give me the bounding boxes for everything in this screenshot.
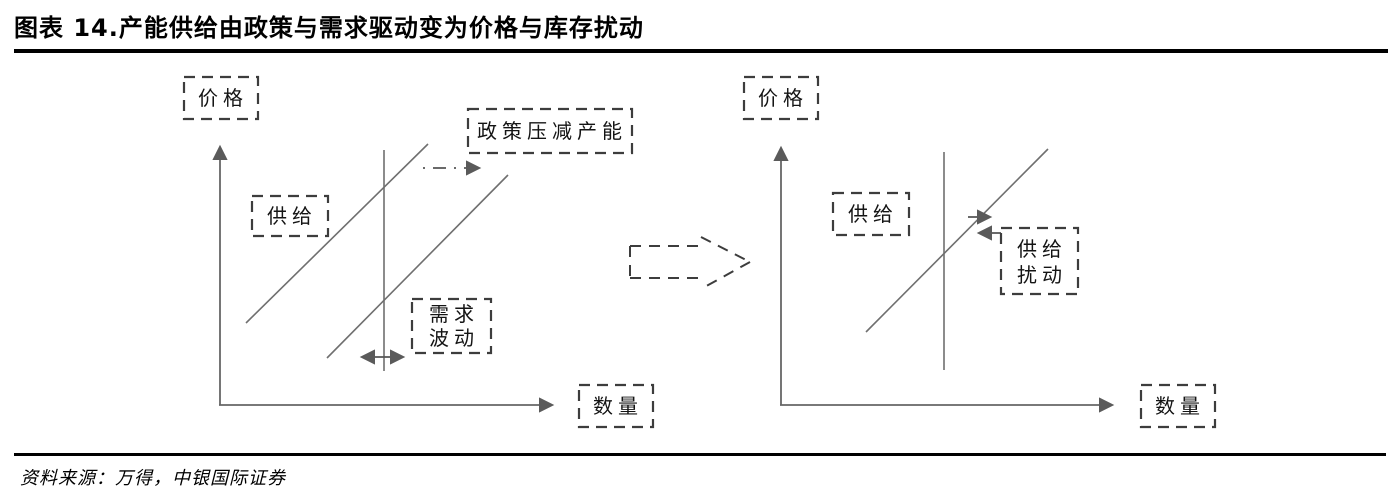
policy-label: 政策压减产能 (477, 119, 627, 143)
left-supply-curve-old (245, 143, 429, 324)
demand-fluctuation-label-box (410, 297, 493, 355)
right-price-label-box (742, 75, 820, 121)
left-supply-label: 供给 (267, 204, 317, 228)
left-supply-label-box (250, 194, 330, 238)
right-price-label: 价格 (758, 86, 808, 110)
left-price-label-box (182, 75, 260, 121)
top-rule (14, 49, 1388, 53)
left-quantity-label-box (577, 383, 655, 429)
left-quantity-label: 数量 (593, 394, 643, 418)
left-price-label: 价格 (198, 86, 248, 110)
right-supply-label-box (831, 191, 911, 237)
supply-disturbance-label-box (999, 226, 1080, 296)
policy-label-box (466, 107, 634, 155)
source-note: 资料来源：万得，中银国际证券 (20, 468, 286, 489)
demand-fluctuation-label-line1: 需求 (429, 302, 479, 326)
bottom-rule (14, 453, 1386, 456)
right-diagram: 价格 供给 供给 扰动 数量 (742, 75, 1217, 429)
transition-arrow-icon (629, 236, 751, 290)
demand-fluctuation-label-line2: 波动 (429, 326, 479, 350)
right-supply-curve (865, 148, 1049, 333)
left-supply-curve-new (326, 174, 509, 359)
left-diagram: 价格 政策压减产能 供给 需求 波动 数量 (182, 75, 655, 429)
right-supply-label: 供给 (848, 202, 898, 226)
right-quantity-label: 数量 (1155, 394, 1205, 418)
figure-title: 图表 14.产能供给由政策与需求驱动变为价格与库存扰动 (14, 14, 644, 42)
supply-disturbance-label-line2: 扰动 (1017, 263, 1067, 287)
right-quantity-label-box (1139, 383, 1217, 429)
supply-disturbance-label-line1: 供给 (1017, 237, 1067, 261)
